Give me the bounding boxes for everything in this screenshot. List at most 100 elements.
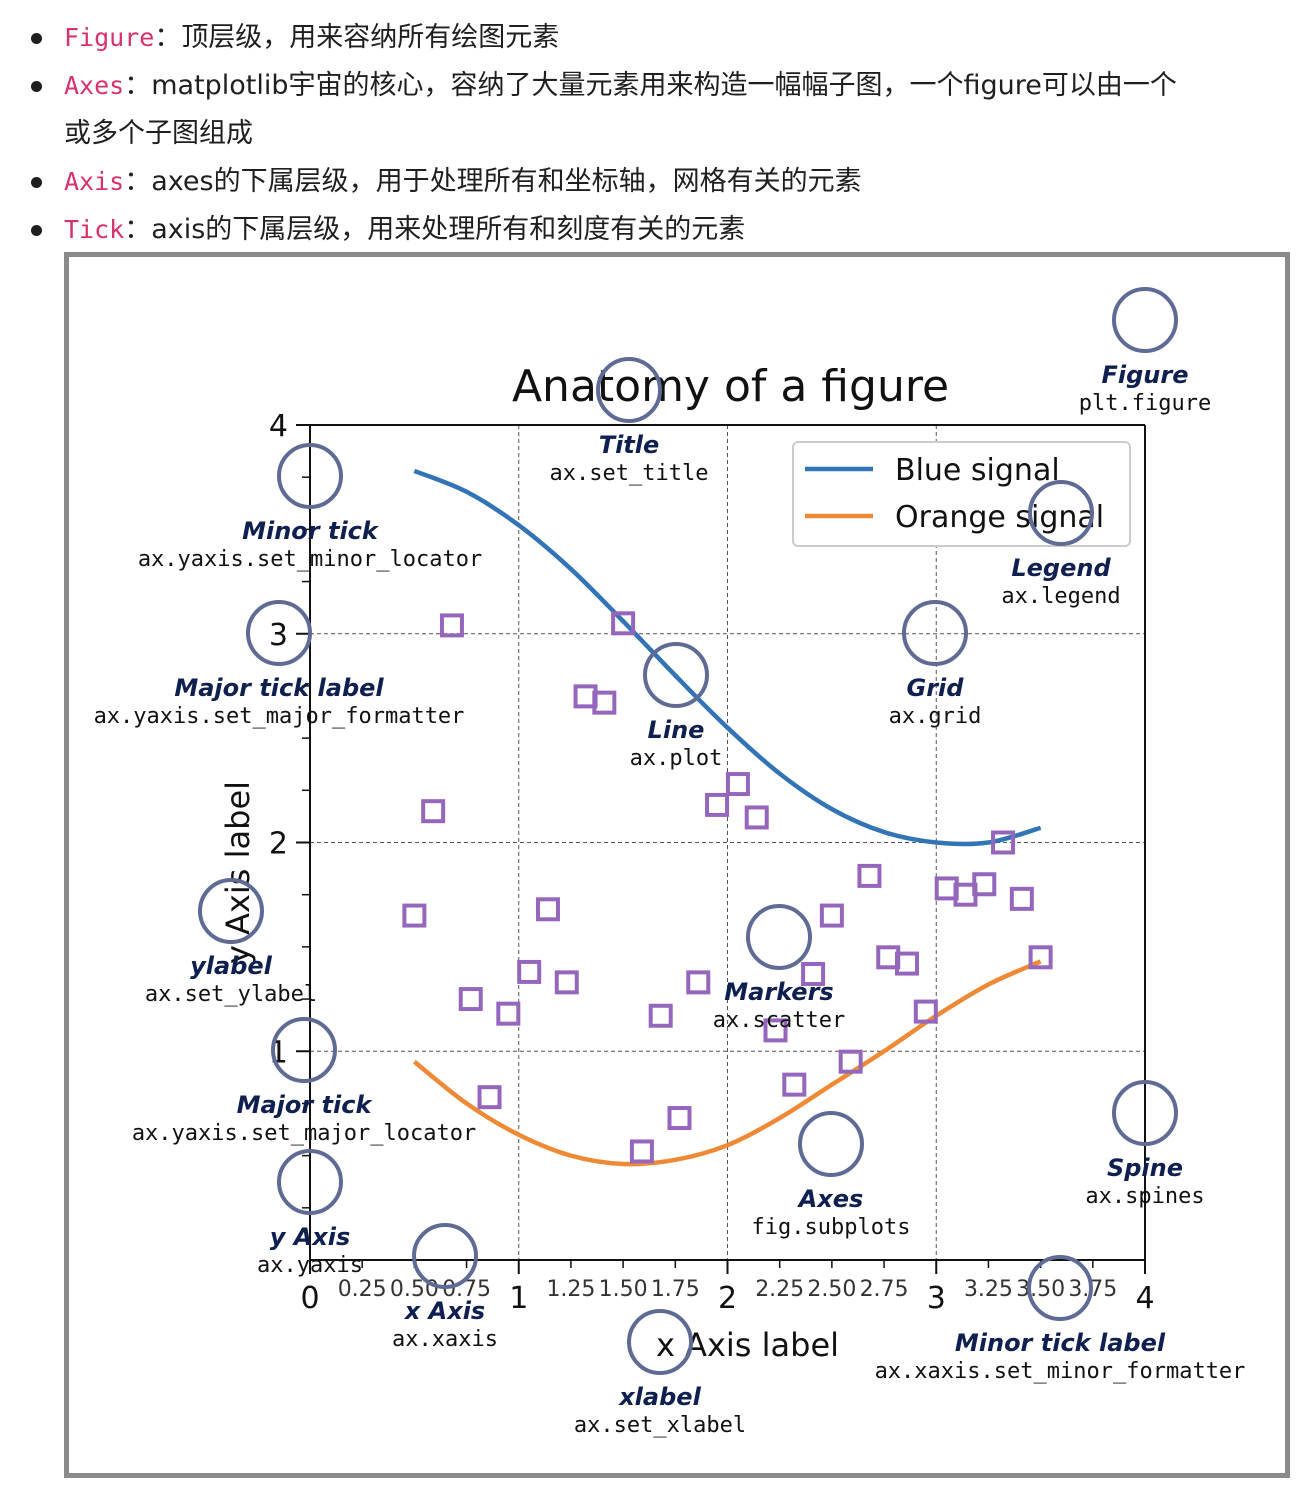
annotation-circle-minor-tick — [277, 443, 343, 509]
annotation-code-title: ax.set_title — [550, 461, 709, 486]
annotation-name-title: Title — [599, 431, 660, 459]
annotation-name-ylabel: ylabel — [190, 952, 273, 980]
scatter-marker — [1028, 945, 1053, 970]
scatter-marker — [554, 970, 579, 995]
annotation-code-ylabel: ax.set_ylabel — [145, 982, 317, 1007]
term-axes: Axes — [64, 71, 125, 100]
annotation-circle-minor-tick-label — [1027, 1255, 1093, 1321]
bullet-sep: ： — [124, 70, 152, 101]
bullet-tick: Tick：axis的下属层级，用来处理所有和刻度有关的元素 — [24, 206, 1304, 254]
annotation-code-minor-tick-label: ax.xaxis.set_minor_formatter — [875, 1359, 1246, 1384]
scatter-marker — [439, 613, 464, 638]
scatter-marker — [725, 772, 750, 797]
scatter-marker — [402, 903, 427, 928]
x-minor-tick-label: 2.50 — [807, 1277, 856, 1302]
annotation-code-legend: ax.legend — [1001, 584, 1120, 609]
scatter-marker — [819, 903, 844, 928]
scatter-marker — [972, 872, 997, 897]
annotation-circle-grid — [902, 600, 968, 666]
scatter-marker — [686, 970, 711, 995]
annotation-code-markers: ax.scatter — [713, 1008, 845, 1033]
annotation-code-figure: plt.figure — [1079, 391, 1211, 416]
scatter-marker — [535, 897, 560, 922]
scatter-marker — [421, 799, 446, 824]
x-tick-label: 2 — [718, 1281, 737, 1316]
scatter-marker — [895, 951, 920, 976]
annotation-circle-y-axis — [277, 1149, 343, 1215]
x-minor-tick-label: 0.25 — [338, 1277, 387, 1302]
annotation-name-axes: Axes — [797, 1185, 864, 1213]
scatter-marker — [667, 1106, 692, 1131]
bullet-sep: ： — [154, 22, 182, 53]
scatter-marker — [782, 1072, 807, 1097]
chart-title: Anatomy of a figure — [512, 361, 949, 412]
x-minor-tick-label: 3.25 — [964, 1277, 1013, 1302]
legend-box — [792, 441, 1131, 547]
y-tick-label: 3 — [269, 618, 288, 653]
scatter-marker — [744, 805, 769, 830]
annotation-circle-spine — [1112, 1080, 1178, 1146]
term-figure: Figure — [64, 23, 155, 52]
annotation-circle-major-tick — [271, 1017, 337, 1083]
scatter-marker — [838, 1049, 863, 1074]
bullet-text: axes的下属层级，用于处理所有和坐标轴，网格有关的元素 — [151, 166, 862, 197]
annotation-name-x-axis: x Axis — [404, 1297, 485, 1325]
scatter-marker — [913, 999, 938, 1024]
legend-entry-blue: Blue signal — [895, 453, 1060, 488]
bullet-sep: ： — [124, 166, 152, 197]
term-axis: Axis — [64, 167, 125, 196]
y-tick-label: 2 — [269, 827, 288, 862]
x-minor-tick-label: 1.75 — [651, 1277, 700, 1302]
scatter-marker — [857, 863, 882, 888]
scatter-marker — [496, 1001, 521, 1026]
annotation-circle-markers — [746, 904, 812, 970]
bullet-axes: Axes：matplotlib宇宙的核心，容纳了大量元素用来构造一幅幅子图，一个… — [24, 62, 1304, 158]
annotation-name-major-tick-label: Major tick label — [174, 674, 384, 702]
x-minor-tick-label: 0.75 — [442, 1277, 491, 1302]
x-axis-label: x Axis label — [656, 1326, 839, 1364]
scatter-marker — [629, 1139, 654, 1164]
legend-entry-orange: Orange signal — [895, 500, 1104, 535]
annotation-circle-xlabel — [627, 1309, 693, 1375]
annotation-code-x-axis: ax.xaxis — [392, 1327, 498, 1352]
annotation-code-xlabel: ax.set_xlabel — [574, 1413, 746, 1438]
annotation-circle-legend — [1028, 480, 1094, 546]
annotation-name-spine: Spine — [1107, 1154, 1183, 1182]
annotation-code-major-tick-label: ax.yaxis.set_major_formatter — [94, 704, 465, 729]
annotation-code-spine: ax.spines — [1085, 1184, 1204, 1209]
scatter-marker — [592, 690, 617, 715]
bullet-figure: Figure：顶层级，用来容纳所有绘图元素 — [24, 14, 1304, 62]
annotation-circle-title — [596, 357, 662, 423]
annotation-name-xlabel: xlabel — [618, 1383, 701, 1411]
bullet-dot — [31, 225, 42, 236]
blue-signal-line — [413, 468, 1042, 847]
x-minor-tick-label: 3.50 — [1016, 1277, 1065, 1302]
annotation-circle-figure — [1112, 287, 1178, 353]
scatter-marker — [477, 1085, 502, 1110]
x-tick-label: 1 — [509, 1281, 528, 1316]
bullet-dot — [31, 33, 42, 44]
scatter-marker — [517, 959, 542, 984]
annotation-circle-major-tick-label — [246, 600, 312, 666]
annotation-name-major-tick: Major tick — [237, 1091, 374, 1119]
scatter-marker — [611, 611, 636, 636]
bullet-text: 顶层级，用来容纳所有绘图元素 — [181, 22, 560, 53]
term-tick: Tick — [64, 215, 125, 244]
annotation-code-major-tick: ax.yaxis.set_major_locator — [132, 1121, 476, 1146]
annotation-name-minor-tick-label: Minor tick label — [955, 1329, 1166, 1357]
annotation-name-figure: Figure — [1102, 361, 1189, 389]
x-tick-label: 3 — [927, 1281, 946, 1316]
x-minor-tick-label: 2.75 — [860, 1277, 909, 1302]
annotation-name-y-axis: y Axis — [270, 1223, 351, 1251]
bullet-text: matplotlib宇宙的核心，容纳了大量元素用来构造一幅幅子图，一个figur… — [151, 70, 1177, 101]
annotation-circle-axes — [798, 1111, 864, 1177]
y-tick-label: 4 — [269, 409, 288, 444]
scatter-marker — [1009, 886, 1034, 911]
annotation-name-grid: Grid — [907, 674, 965, 702]
scatter-marker — [705, 792, 730, 817]
x-tick-label: 4 — [1135, 1281, 1154, 1316]
scatter-marker — [458, 987, 483, 1012]
x-minor-tick-label: 0.50 — [390, 1277, 439, 1302]
bullet-axis: Axis：axes的下属层级，用于处理所有和坐标轴，网格有关的元素 — [24, 158, 1304, 206]
annotation-name-markers: Markers — [724, 978, 833, 1006]
